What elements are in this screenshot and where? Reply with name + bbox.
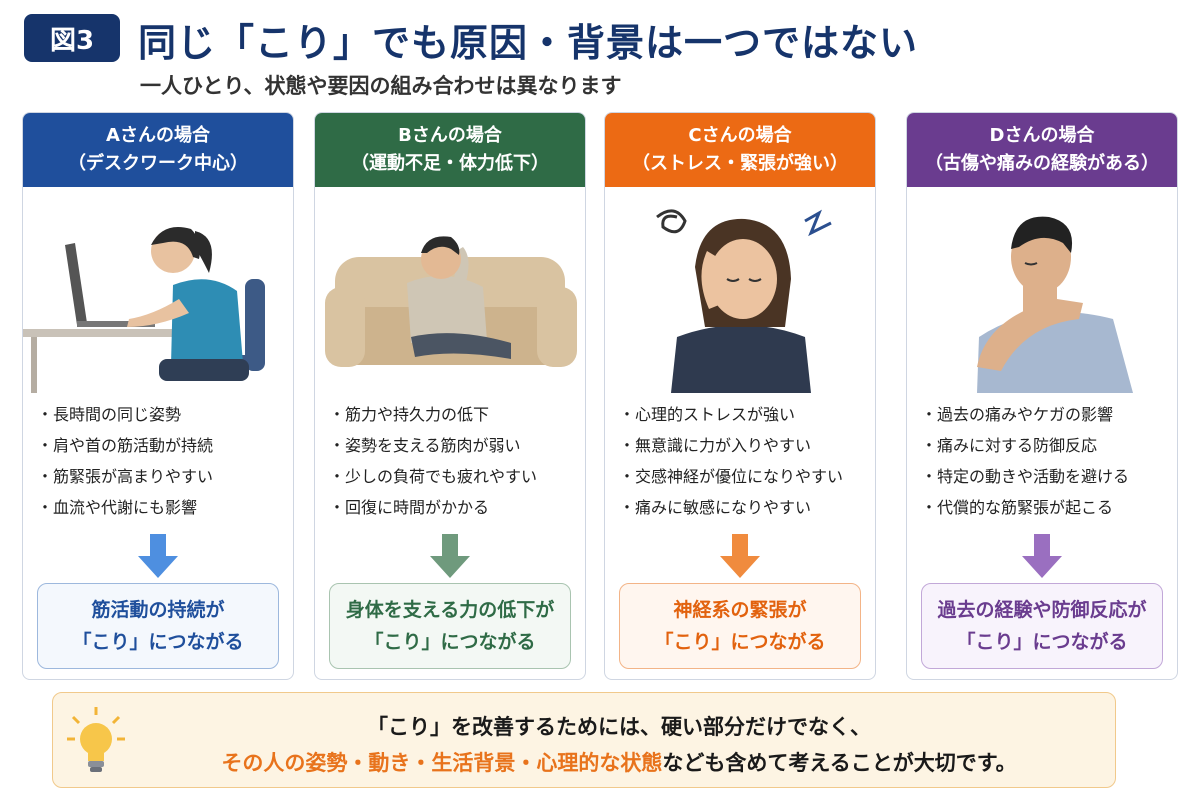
footer-line1: 「こり」を改善するためには、硬い部分だけでなく、 [367, 715, 871, 739]
desk-worker-illustration [23, 187, 293, 393]
card-d-illustration [907, 187, 1177, 393]
list-item: ・痛みに敏感になりやすい [619, 498, 812, 517]
card-a-arrow [23, 523, 293, 589]
card-c-result-line2: 「こり」につながる [654, 631, 826, 653]
card-c-result-line1: 神経系の緊張が [673, 599, 807, 621]
list-item: ・筋緊張が高まりやすい [37, 467, 214, 486]
card-a-illustration [23, 187, 293, 393]
card-a: Aさんの場合 （デスクワーク中心） [22, 112, 294, 680]
card-a-header: Aさんの場合 （デスクワーク中心） [23, 113, 293, 187]
card-a-title: Aさんの場合 [106, 125, 210, 146]
lightbulb-icon [67, 707, 125, 772]
card-a-result-line1: 筋活動の持続が [91, 599, 225, 621]
card-d-result-line2: 「こり」につながる [956, 631, 1128, 653]
card-c-points: ・心理的ストレスが強い ・無意識に力が入りやすい ・交感神経が優位になりやすい … [605, 393, 875, 523]
case-cards: Aさんの場合 （デスクワーク中心） [22, 112, 1178, 680]
list-item: ・無意識に力が入りやすい [619, 436, 812, 455]
down-arrow-icon [1022, 534, 1062, 578]
card-d-arrow [907, 523, 1177, 589]
list-item: ・痛みに対する防御反応 [921, 436, 1098, 455]
list-item: ・交感神経が優位になりやすい [619, 467, 844, 486]
card-d-title: Dさんの場合 [989, 125, 1095, 146]
list-item: ・心理的ストレスが強い [619, 405, 796, 424]
down-arrow-icon [430, 534, 470, 578]
stressed-person-illustration [605, 187, 875, 393]
card-c: Cさんの場合 （ストレス・緊張が強い） [604, 112, 876, 680]
card-d-result: 過去の経験や防御反応が 「こり」につながる [921, 583, 1163, 669]
stress-scribble-icon [656, 209, 687, 234]
card-b-arrow [315, 523, 585, 589]
card-b-title: Bさんの場合 [398, 125, 502, 146]
card-d-subtitle: （古傷や痛みの経験がある） [925, 153, 1159, 174]
card-b-result-line1: 身体を支える力の低下が [345, 599, 555, 621]
card-b: Bさんの場合 （運動不足・体力低下） [314, 112, 586, 680]
card-c-result: 神経系の緊張が 「こり」につながる [619, 583, 861, 669]
page-subtitle: 一人ひとり、状態や要因の組み合わせは異なります [140, 74, 622, 98]
card-d-points: ・過去の痛みやケガの影響 ・痛みに対する防御反応 ・特定の動きや活動を避ける ・… [907, 393, 1177, 523]
card-b-result: 身体を支える力の低下が 「こり」につながる [329, 583, 571, 669]
summary-footer: 「こり」を改善するためには、硬い部分だけでなく、 その人の姿勢・動き・生活背景・… [52, 692, 1116, 788]
list-item: ・代償的な筋緊張が起こる [921, 498, 1114, 517]
down-arrow-icon [138, 534, 178, 578]
list-item: ・姿勢を支える筋肉が弱い [329, 436, 521, 455]
list-item: ・過去の痛みやケガの影響 [921, 405, 1114, 424]
zigzag-icon [804, 209, 832, 237]
card-d-result-line1: 過去の経験や防御反応が [937, 599, 1147, 621]
card-a-points: ・長時間の同じ姿勢 ・肩や首の筋活動が持続 ・筋緊張が高まりやすい ・血流や代謝… [23, 393, 293, 523]
card-b-points: ・筋力や持久力の低下 ・姿勢を支える筋肉が弱い ・少しの負荷でも疲れやすい ・回… [315, 393, 585, 523]
header: 図3 同じ「こり」でも原因・背景は一つではない 一人ひとり、状態や要因の組み合わ… [0, 0, 1200, 110]
card-b-subtitle: （運動不足・体力低下） [351, 153, 549, 174]
card-c-illustration [605, 187, 875, 393]
footer-line2-rest: なども含めて考えることが大切です。 [662, 751, 1017, 775]
shoulder-pain-illustration [907, 187, 1177, 393]
card-a-subtitle: （デスクワーク中心） [68, 153, 248, 174]
card-d-header: Dさんの場合 （古傷や痛みの経験がある） [907, 113, 1177, 187]
list-item: ・特定の動きや活動を避ける [921, 467, 1130, 486]
list-item: ・筋力や持久力の低下 [329, 405, 490, 424]
card-c-header: Cさんの場合 （ストレス・緊張が強い） [605, 113, 875, 187]
footer-line2: その人の姿勢・動き・生活背景・心理的な状態なども含めて考えることが大切です。 [143, 747, 1095, 777]
card-d: Dさんの場合 （古傷や痛みの経験がある） ・過去の痛みやケガの影響 ・痛みに対す… [906, 112, 1178, 680]
list-item: ・長時間の同じ姿勢 [37, 405, 182, 424]
card-b-illustration [315, 187, 585, 393]
sofa-person-illustration [315, 187, 585, 393]
list-item: ・少しの負荷でも疲れやすい [329, 467, 538, 486]
card-b-result-line2: 「こり」につながる [364, 631, 536, 653]
card-c-title: Cさんの場合 [688, 125, 792, 146]
down-arrow-icon [720, 534, 760, 578]
card-a-result-line2: 「こり」につながる [72, 631, 244, 653]
list-item: ・回復に時間がかかる [329, 498, 490, 517]
footer-highlight: その人の姿勢・動き・生活背景・心理的な状態 [221, 751, 663, 775]
card-a-result: 筋活動の持続が 「こり」につながる [37, 583, 279, 669]
page-title: 同じ「こり」でも原因・背景は一つではない [138, 21, 919, 65]
card-c-arrow [605, 523, 875, 589]
list-item: ・肩や首の筋活動が持続 [37, 436, 214, 455]
figure-badge: 図3 [24, 14, 120, 62]
card-b-header: Bさんの場合 （運動不足・体力低下） [315, 113, 585, 187]
list-item: ・血流や代謝にも影響 [37, 498, 198, 517]
card-c-subtitle: （ストレス・緊張が強い） [632, 153, 848, 174]
